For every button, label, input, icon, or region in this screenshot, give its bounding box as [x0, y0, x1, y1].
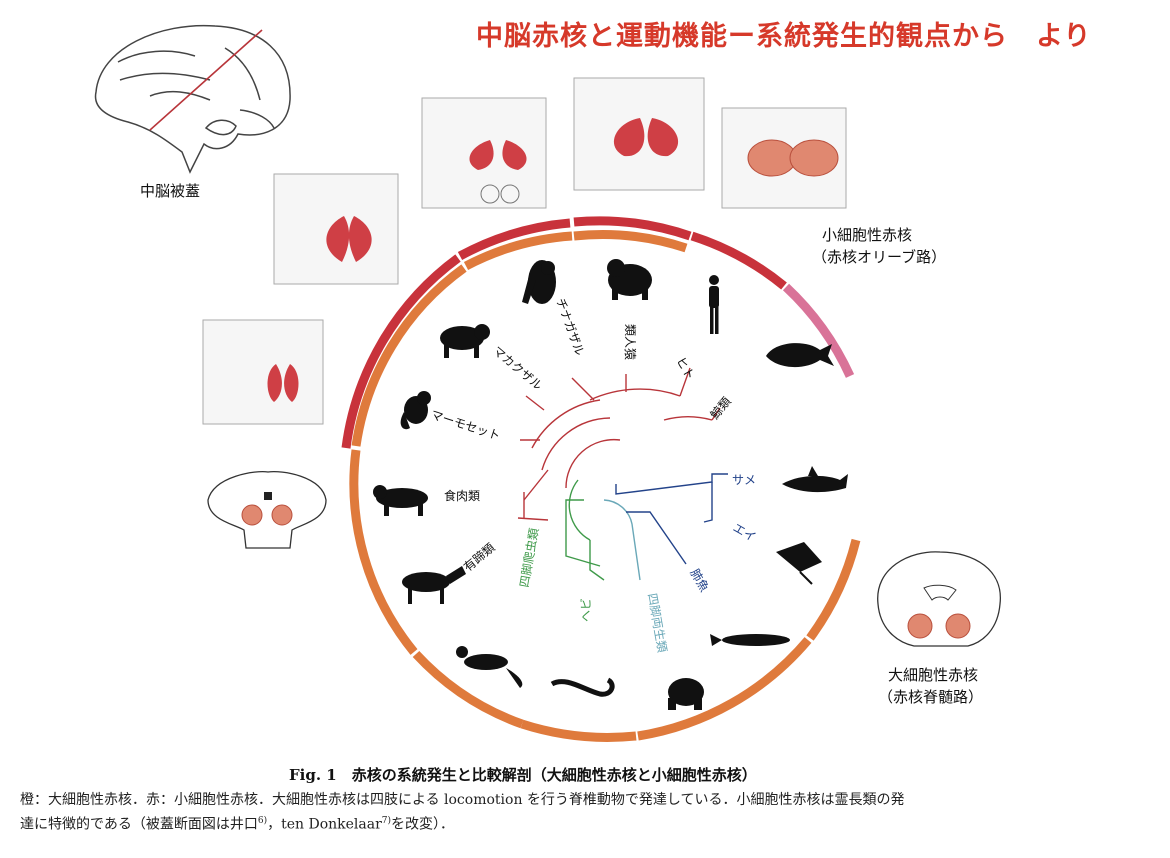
tegmentum-section-6 — [207, 470, 327, 549]
caption-ref-1: 6) — [257, 816, 268, 826]
figure-caption-title: Fig. 1 赤核の系統発生と比較解剖（大細胞性赤核と小細胞性赤核） — [289, 766, 757, 784]
tegmentum-section-3 — [573, 77, 705, 191]
carnivore-silhouette — [373, 485, 428, 516]
ring-orange-3 — [573, 230, 688, 253]
ring-orange-4 — [349, 449, 418, 655]
caption-ref-2: 7) — [381, 816, 392, 826]
tegmentum-section-7 — [877, 551, 1001, 647]
marmoset-silhouette — [400, 391, 431, 430]
label-chimp: チナガザル — [553, 296, 587, 357]
label-whale: 鯨類 — [707, 394, 734, 422]
snake-silhouette — [550, 677, 615, 697]
label-human: ヒト — [673, 355, 697, 383]
ring-outer — [341, 216, 855, 449]
ring-red-1 — [341, 254, 461, 449]
caption-line-2c: を改変）． — [391, 816, 455, 833]
page-title: 中脳赤核と運動機能ー系統発生的観点から より — [476, 21, 1092, 52]
label-ungulate: 有蹄類 — [460, 540, 497, 575]
ring-orange-8 — [806, 538, 861, 641]
ring-orange-1 — [351, 264, 467, 447]
ring-red-2 — [457, 218, 571, 260]
label-macaque: マカクザル — [490, 344, 545, 393]
label-parvocellular-tract: （赤核オリーブ路） — [812, 248, 947, 266]
tree-reptile — [565, 479, 605, 581]
ring-orange-6 — [520, 719, 637, 742]
horse-silhouette — [402, 566, 466, 604]
label-amphibian: 四脚両生類 — [645, 592, 670, 654]
caption-line-2: 達に特徴的である（被蓋断面図は井口6)，ten Donkelaar7)を改変）． — [20, 811, 1140, 836]
caption-line-2a: 達に特徴的である（被蓋断面図は井口 — [20, 816, 258, 833]
ring-red-3 — [573, 216, 692, 241]
brain-cut-line — [149, 29, 263, 131]
label-carnivore: 食肉類 — [444, 488, 480, 503]
ring-orange-2 — [463, 231, 573, 270]
gorilla-silhouette — [607, 259, 652, 300]
label-magnocellular-tract: （赤核脊髄路） — [878, 688, 984, 706]
label-marmoset: マーモセット — [429, 408, 502, 444]
ring-pink — [782, 283, 855, 378]
tree-amphibian — [603, 499, 641, 581]
tree-mammal — [517, 367, 721, 521]
frog-silhouette — [668, 678, 704, 710]
tree-fish — [615, 473, 728, 565]
label-midbrain-tegmentum: 中脳被蓋 — [140, 182, 201, 200]
label-parvocellular-title: 小細胞性赤核 — [822, 226, 913, 244]
ring-orange-7 — [637, 637, 812, 741]
brain-sagittal-illustration — [94, 24, 291, 174]
macaque-silhouette — [440, 324, 490, 358]
tegmentum-section-2 — [421, 97, 547, 209]
label-magnocellular-title: 大細胞性赤核 — [888, 666, 979, 684]
label-reptile: 四脚爬虫類 — [516, 527, 541, 589]
gibbon-silhouette — [522, 260, 556, 304]
whale-silhouette — [766, 343, 834, 368]
human-silhouette — [709, 275, 719, 334]
tegmentum-section-1 — [273, 173, 399, 285]
ray-silhouette — [776, 542, 822, 585]
label-ape: 類人猿 — [623, 324, 638, 360]
caption-line-1: 橙：大細胞性赤核．赤：小細胞性赤核．大細胞性赤核は四肢による locomotio… — [20, 792, 905, 808]
ring-red-4 — [690, 231, 787, 290]
ring-inner — [349, 230, 861, 742]
caption-line-2b: ，ten Donkelaar — [267, 816, 382, 833]
label-lungfish: 肺魚 — [687, 567, 711, 595]
tegmentum-section-4 — [721, 107, 847, 209]
lungfish-silhouette — [710, 634, 790, 646]
ring-orange-5 — [412, 650, 524, 729]
label-ray: エイ — [731, 520, 759, 544]
animal-silhouettes — [373, 259, 848, 710]
lizard-silhouette — [456, 646, 523, 688]
tegmentum-section-5 — [202, 319, 324, 425]
label-shark: サメ — [732, 473, 756, 487]
shark-silhouette — [782, 466, 848, 493]
figure-caption-body: 橙：大細胞性赤核．赤：小細胞性赤核．大細胞性赤核は四肢による locomotio… — [20, 790, 1140, 836]
label-snake: ヘビ — [579, 598, 593, 622]
